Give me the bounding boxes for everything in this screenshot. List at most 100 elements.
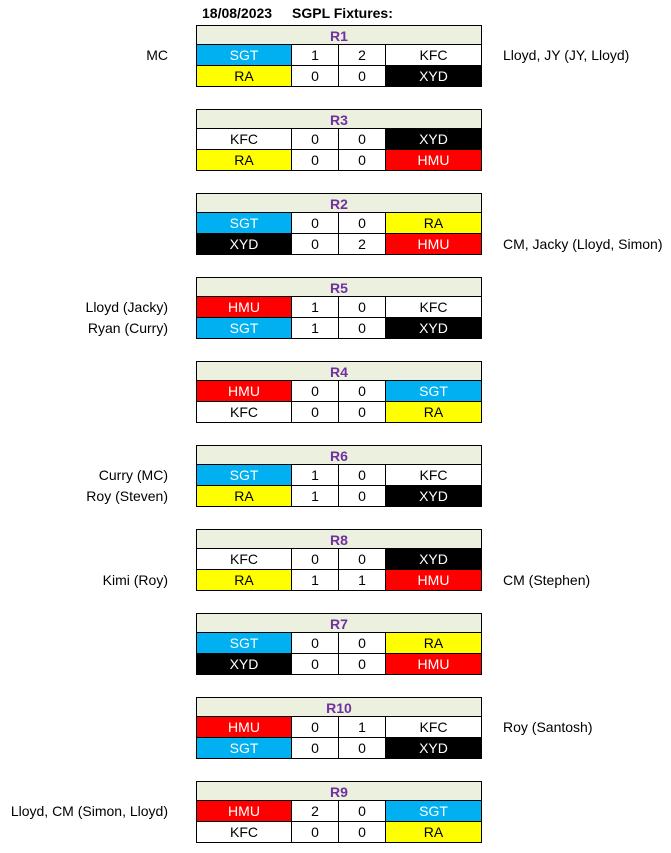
- away-team-cell: RA: [385, 822, 482, 843]
- away-score-cell: 0: [338, 213, 386, 234]
- home-score-cell: 0: [291, 633, 339, 654]
- away-team-cell: HMU: [385, 150, 482, 171]
- away-team-cell: KFC: [385, 465, 482, 486]
- home-team-cell: SGT: [196, 213, 292, 234]
- away-scorers-note: CM (Stephen): [503, 572, 591, 588]
- fixture-title: SGPL Fixtures:: [292, 5, 393, 21]
- home-team-cell: KFC: [196, 129, 292, 150]
- away-team-cell: RA: [385, 213, 482, 234]
- fixture-date: 18/08/2023: [202, 5, 273, 21]
- home-team-cell: XYD: [196, 234, 292, 255]
- home-team-cell: KFC: [196, 402, 292, 423]
- home-scorers-note: Lloyd, CM (Simon, Lloyd): [10, 803, 168, 819]
- home-team-cell: XYD: [196, 654, 292, 675]
- home-score-cell: 1: [291, 465, 339, 486]
- away-score-cell: 2: [338, 45, 386, 66]
- home-team-cell: HMU: [196, 801, 292, 822]
- home-team-cell: HMU: [196, 381, 292, 402]
- home-score-cell: 0: [291, 549, 339, 570]
- away-score-cell: 0: [338, 465, 386, 486]
- home-score-cell: 0: [291, 213, 339, 234]
- away-score-cell: 0: [338, 402, 386, 423]
- home-score-cell: 1: [291, 297, 339, 318]
- home-team-cell: SGT: [196, 633, 292, 654]
- away-scorers-note: Roy (Santosh): [503, 719, 593, 735]
- home-scorers-note: Lloyd (Jacky): [85, 299, 168, 315]
- home-score-cell: 0: [291, 150, 339, 171]
- away-team-cell: XYD: [385, 549, 482, 570]
- home-team-cell: SGT: [196, 45, 292, 66]
- away-team-cell: XYD: [385, 318, 482, 339]
- home-score-cell: 0: [291, 66, 339, 87]
- round-header: R9: [196, 781, 482, 801]
- home-team-cell: SGT: [196, 738, 292, 759]
- away-score-cell: 1: [338, 570, 386, 591]
- away-team-cell: HMU: [385, 570, 482, 591]
- home-score-cell: 2: [291, 801, 339, 822]
- away-team-cell: XYD: [385, 486, 482, 507]
- away-score-cell: 0: [338, 738, 386, 759]
- home-team-cell: RA: [196, 570, 292, 591]
- away-scorers-note: Lloyd, JY (JY, Lloyd): [503, 47, 630, 63]
- home-scorers-note: MC: [146, 47, 168, 63]
- away-team-cell: XYD: [385, 738, 482, 759]
- away-team-cell: KFC: [385, 297, 482, 318]
- away-score-cell: 0: [338, 633, 386, 654]
- away-score-cell: 2: [338, 234, 386, 255]
- home-team-cell: KFC: [196, 822, 292, 843]
- away-score-cell: 0: [338, 486, 386, 507]
- away-team-cell: HMU: [385, 234, 482, 255]
- round-header: R4: [196, 361, 482, 381]
- away-score-cell: 0: [338, 381, 386, 402]
- away-score-cell: 0: [338, 801, 386, 822]
- home-team-cell: HMU: [196, 717, 292, 738]
- round-header: R1: [196, 25, 482, 45]
- home-score-cell: 1: [291, 318, 339, 339]
- away-team-cell: XYD: [385, 129, 482, 150]
- home-scorers-note: Roy (Steven): [86, 488, 168, 504]
- away-score-cell: 0: [338, 129, 386, 150]
- home-score-cell: 0: [291, 822, 339, 843]
- away-team-cell: RA: [385, 633, 482, 654]
- away-score-cell: 0: [338, 549, 386, 570]
- round-header: R8: [196, 529, 482, 549]
- sheet-title: 18/08/2023 SGPL Fixtures:: [170, 5, 490, 23]
- home-team-cell: RA: [196, 66, 292, 87]
- round-header: R10: [196, 697, 482, 717]
- home-scorers-note: Kimi (Roy): [102, 572, 168, 588]
- home-team-cell: SGT: [196, 465, 292, 486]
- away-team-cell: SGT: [385, 801, 482, 822]
- round-header: R6: [196, 445, 482, 465]
- home-score-cell: 0: [291, 717, 339, 738]
- away-team-cell: XYD: [385, 66, 482, 87]
- away-scorers-note: CM, Jacky (Lloyd, Simon): [503, 236, 663, 252]
- home-score-cell: 0: [291, 234, 339, 255]
- home-score-cell: 0: [291, 402, 339, 423]
- round-header: R7: [196, 613, 482, 633]
- away-team-cell: KFC: [385, 717, 482, 738]
- home-scorers-note: Curry (MC): [98, 467, 168, 483]
- away-score-cell: 0: [338, 318, 386, 339]
- home-score-cell: 1: [291, 486, 339, 507]
- home-score-cell: 0: [291, 738, 339, 759]
- away-score-cell: 0: [338, 66, 386, 87]
